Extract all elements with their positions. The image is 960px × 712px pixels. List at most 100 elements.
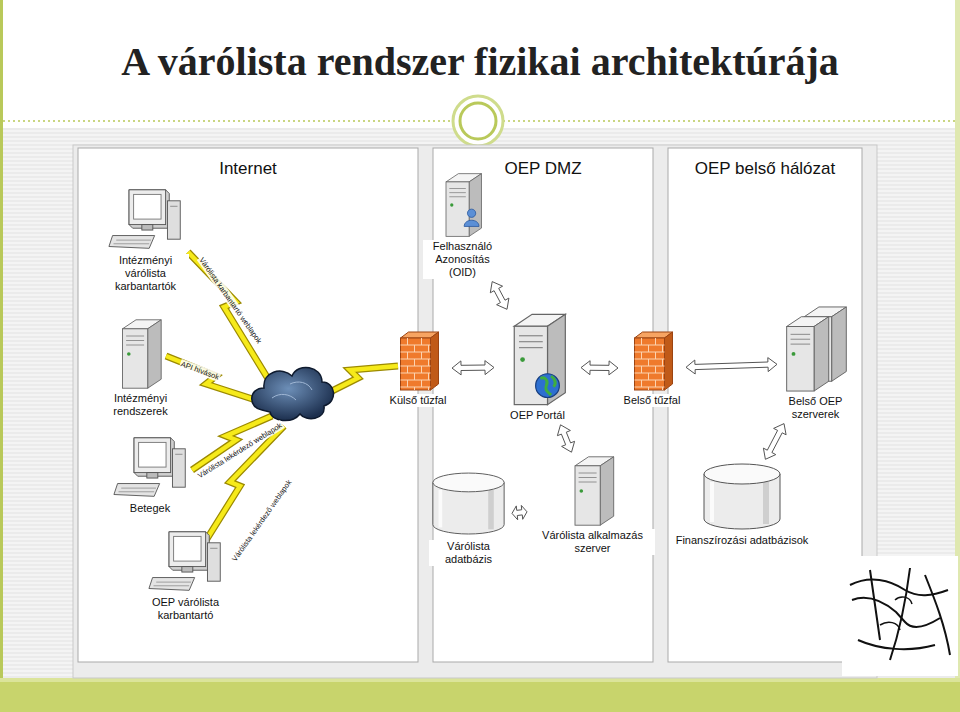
svg-shape bbox=[498, 312, 578, 407]
polygon-shape bbox=[600, 457, 614, 525]
rect-shape bbox=[172, 449, 185, 487]
polygon-shape bbox=[831, 307, 846, 381]
network-zone: OEP DMZFelhasználó Azonosítás (OID)OEP P… bbox=[433, 148, 653, 662]
line-shape bbox=[641, 352, 642, 359]
polygon-shape bbox=[129, 190, 169, 228]
rect-shape bbox=[123, 329, 148, 388]
path-shape bbox=[540, 376, 555, 395]
circle-shape bbox=[127, 352, 131, 356]
svg-shape bbox=[568, 455, 618, 527]
polygon-shape bbox=[109, 236, 155, 249]
device-label: Betegek bbox=[128, 502, 172, 515]
polygon-shape bbox=[113, 484, 159, 497]
network-zone: InternetIntézményi várólista karbantartó… bbox=[78, 148, 418, 662]
device-node: Intézményi várólista karbantartók bbox=[102, 188, 189, 293]
polygon-shape bbox=[686, 358, 777, 374]
rect-shape bbox=[134, 438, 171, 473]
line-shape bbox=[634, 345, 664, 346]
line-shape bbox=[648, 359, 649, 366]
line-shape bbox=[175, 454, 182, 455]
line-shape bbox=[156, 582, 191, 583]
line-shape bbox=[634, 373, 664, 374]
server-icon bbox=[118, 318, 163, 390]
line-shape bbox=[407, 338, 408, 345]
g-shape bbox=[166, 252, 398, 550]
svg-shape bbox=[113, 436, 188, 500]
circle-shape bbox=[535, 374, 559, 398]
user-icon bbox=[435, 172, 490, 238]
device-node: Betegek bbox=[112, 436, 188, 515]
rect-shape bbox=[0, 678, 960, 712]
line-shape bbox=[662, 387, 663, 390]
line-shape bbox=[428, 359, 429, 366]
line-shape bbox=[126, 336, 144, 337]
line-shape bbox=[655, 380, 656, 387]
line-shape bbox=[116, 240, 151, 241]
polygon-shape bbox=[169, 532, 209, 570]
device-label: Intézményi várólista karbantartók bbox=[103, 254, 189, 293]
cyl-icon bbox=[431, 470, 506, 538]
device-label: Belső OEP szerverek bbox=[785, 395, 847, 421]
double-arrow-connector bbox=[763, 424, 786, 460]
ellipse-shape bbox=[433, 473, 504, 492]
line-shape bbox=[421, 380, 422, 387]
polygon-shape bbox=[763, 424, 786, 460]
line-shape bbox=[154, 585, 190, 586]
polygon-shape bbox=[452, 361, 494, 375]
svg-shape bbox=[702, 462, 782, 532]
line-shape bbox=[655, 352, 656, 359]
device-label: Várólista alkalmazás szerver bbox=[531, 529, 655, 555]
line-shape bbox=[634, 352, 664, 353]
line-shape bbox=[421, 338, 422, 345]
line-shape bbox=[662, 359, 663, 366]
path-shape bbox=[464, 220, 479, 226]
rect-shape bbox=[446, 182, 469, 236]
device-label: OEP Portál bbox=[508, 409, 567, 422]
polygon-shape bbox=[134, 438, 174, 476]
link-label: API hívások bbox=[179, 359, 222, 382]
line-shape bbox=[449, 188, 466, 189]
line-shape bbox=[449, 196, 466, 197]
slide-title: A várólista rendszer fizikai architektúr… bbox=[0, 38, 960, 85]
line-shape bbox=[578, 482, 596, 483]
cyl-icon bbox=[702, 462, 782, 532]
device-node: OEP várólista karbantartó bbox=[138, 530, 233, 622]
line-shape bbox=[170, 206, 177, 207]
g-shape bbox=[166, 252, 398, 550]
line-shape bbox=[519, 341, 543, 342]
double-arrow-connector bbox=[557, 425, 574, 452]
polygon-shape bbox=[664, 332, 672, 390]
line-shape bbox=[407, 366, 408, 373]
line-shape bbox=[648, 373, 649, 380]
svg-shape bbox=[630, 330, 675, 392]
path-shape bbox=[880, 597, 912, 630]
path-shape bbox=[272, 382, 312, 400]
line-shape bbox=[400, 345, 430, 346]
circle-shape bbox=[453, 96, 503, 146]
device-node: Intézményi rendszerek bbox=[97, 318, 184, 418]
line-shape bbox=[428, 387, 429, 390]
line-shape bbox=[634, 387, 664, 388]
line-shape bbox=[400, 366, 430, 367]
line-shape bbox=[655, 338, 656, 345]
line-shape bbox=[578, 477, 596, 478]
two-icon bbox=[781, 305, 851, 393]
polygon-shape bbox=[512, 505, 527, 519]
line-shape bbox=[578, 473, 596, 474]
ellipse-shape bbox=[704, 464, 780, 484]
device-node: Külső tűzfal bbox=[387, 330, 449, 407]
portal-icon bbox=[498, 312, 578, 407]
rect-shape bbox=[167, 201, 180, 239]
device-node: Belső tűzfal bbox=[621, 330, 683, 407]
line-shape bbox=[449, 192, 466, 193]
rect-shape bbox=[146, 473, 157, 478]
line-shape bbox=[400, 359, 430, 360]
rect-shape bbox=[0, 128, 960, 678]
link-label: Várólista lekérdező weblapok bbox=[195, 420, 284, 480]
g-shape bbox=[786, 317, 828, 391]
line-shape bbox=[662, 373, 663, 380]
network-zone: OEP belső hálózatBelső OEP szerverekFina… bbox=[668, 148, 862, 662]
fire-icon bbox=[396, 330, 441, 392]
device-node: Belső OEP szerverek bbox=[780, 305, 851, 421]
line-shape bbox=[421, 366, 422, 373]
